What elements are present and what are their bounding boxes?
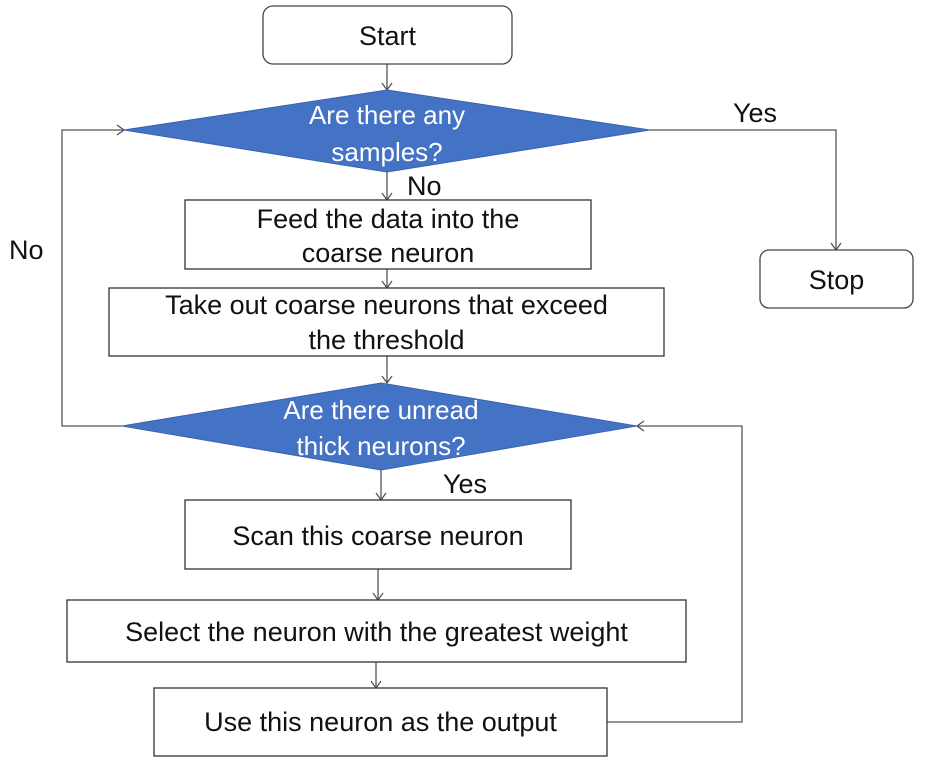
decision-samples-line-1: Are there any bbox=[309, 100, 465, 130]
start-node: Start bbox=[262, 5, 513, 65]
start-label: Start bbox=[359, 21, 417, 51]
edge-label-unread-yes: Yes bbox=[443, 469, 487, 499]
edge-label-samples-no: No bbox=[407, 171, 442, 201]
take-out-line-1: Take out coarse neurons that exceed bbox=[165, 290, 608, 320]
feed-box: Feed the data into the coarse neuron bbox=[184, 199, 592, 270]
scan-box: Scan this coarse neuron bbox=[184, 499, 572, 570]
take-out-box: Take out coarse neurons that exceed the … bbox=[108, 287, 665, 357]
decision-samples: Are there any samples? bbox=[123, 89, 651, 173]
edge-unread-no-loop bbox=[61, 129, 124, 427]
take-out-line-2: the threshold bbox=[308, 325, 464, 355]
edge-samples-to-stop bbox=[650, 129, 837, 250]
decision-unread: Are there unread thick neurons? bbox=[121, 382, 638, 471]
select-box: Select the neuron with the greatest weig… bbox=[66, 599, 687, 663]
decision-unread-line-2: thick neurons? bbox=[296, 431, 465, 461]
decision-unread-line-1: Are there unread bbox=[283, 395, 478, 425]
use-output-label: Use this neuron as the output bbox=[204, 707, 557, 737]
use-output-box: Use this neuron as the output bbox=[153, 687, 608, 757]
edge-use-loop-back bbox=[607, 425, 743, 723]
select-label: Select the neuron with the greatest weig… bbox=[125, 617, 628, 647]
decision-samples-line-2: samples? bbox=[331, 137, 442, 167]
scan-label: Scan this coarse neuron bbox=[232, 521, 523, 551]
stop-label: Stop bbox=[809, 265, 865, 295]
edge-label-samples-yes: Yes bbox=[733, 98, 777, 128]
stop-node: Stop bbox=[759, 249, 914, 309]
edge-label-unread-no: No bbox=[9, 235, 44, 265]
feed-line-2: coarse neuron bbox=[302, 238, 475, 268]
feed-line-1: Feed the data into the bbox=[257, 204, 520, 234]
arrowhead bbox=[381, 375, 393, 385]
